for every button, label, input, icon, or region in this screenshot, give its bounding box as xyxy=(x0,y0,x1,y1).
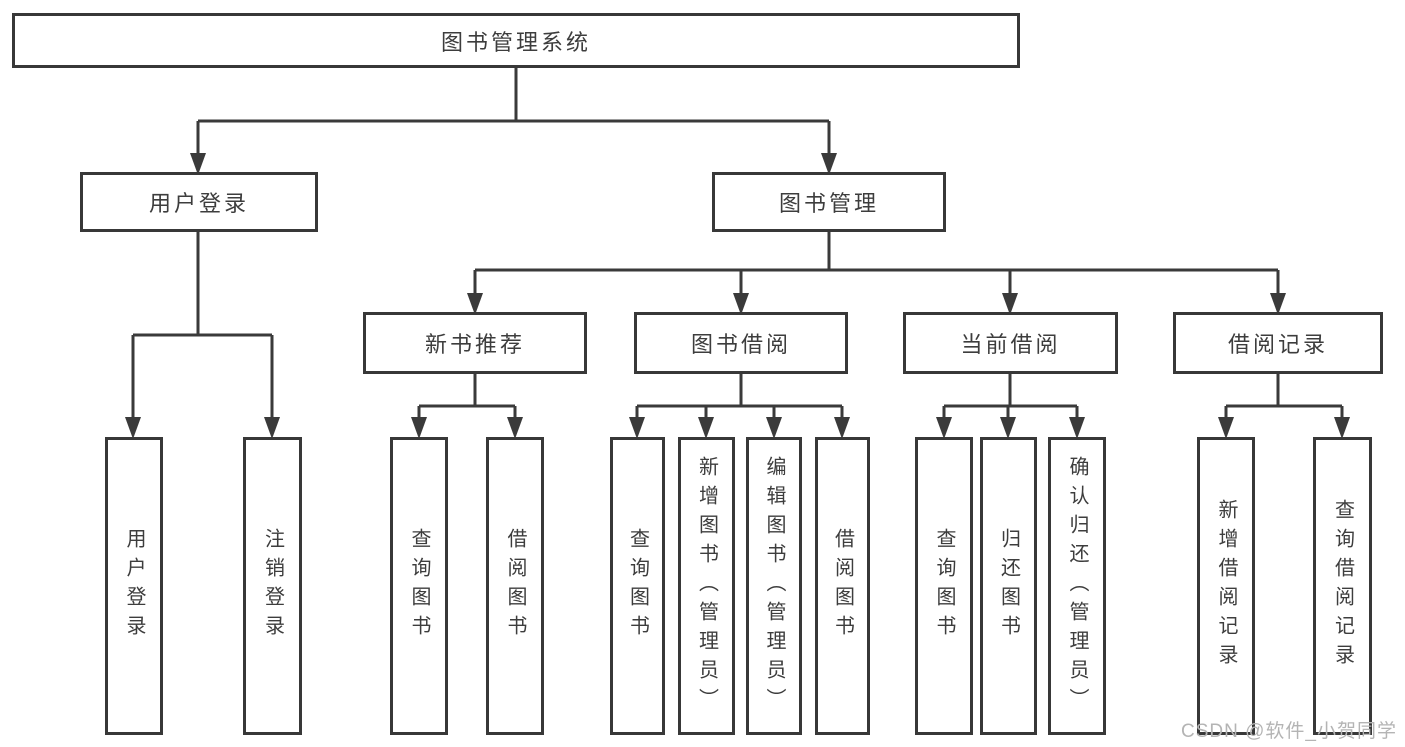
node-label: 借阅记录 xyxy=(1227,332,1328,357)
node-user-login: 用户登录 xyxy=(80,172,318,232)
node-book-borrowing: 图书借阅 xyxy=(634,312,848,374)
arrow-down-icon xyxy=(766,417,782,439)
node-label: 编辑图书（管理员） xyxy=(763,455,785,717)
leaf-borrow-books: 借阅图书 xyxy=(815,437,870,735)
node-label: 借阅图书 xyxy=(504,528,526,644)
node-label: 注销登录 xyxy=(261,528,284,644)
node-label: 查询图书 xyxy=(933,528,955,644)
arrow-down-icon xyxy=(411,417,427,439)
arrow-down-icon xyxy=(1069,417,1085,439)
arrowheads xyxy=(125,153,1350,439)
leaf-borrow-books-recommend: 借阅图书 xyxy=(486,437,544,735)
leaf-return-books: 归还图书 xyxy=(980,437,1037,735)
node-label: 查询图书 xyxy=(626,528,649,644)
arrow-down-icon xyxy=(507,417,523,439)
node-label: 查询图书 xyxy=(408,528,430,644)
node-current-borrowing: 当前借阅 xyxy=(903,312,1118,374)
arrow-down-icon xyxy=(936,417,952,439)
node-label: 用户登录 xyxy=(148,191,249,216)
node-label: 用户登录 xyxy=(123,528,145,644)
arrow-down-icon xyxy=(821,153,837,175)
node-label: 图书管理 xyxy=(778,191,879,216)
node-label: 新增图书（管理员） xyxy=(695,455,718,717)
node-label: 归还图书 xyxy=(997,528,1020,644)
leaf-add-borrow-record: 新增借阅记录 xyxy=(1197,437,1255,735)
arrow-down-icon xyxy=(1000,417,1016,439)
watermark: CSDN @软件_小贺同学 xyxy=(1181,721,1397,742)
node-label: 当前借阅 xyxy=(960,332,1061,357)
leaf-query-books-current: 查询图书 xyxy=(915,437,973,735)
node-library-management-system: 图书管理系统 xyxy=(12,13,1020,68)
leaf-edit-books-admin: 编辑图书（管理员） xyxy=(746,437,802,735)
arrow-down-icon xyxy=(1002,293,1018,315)
leaf-query-books-recommend: 查询图书 xyxy=(390,437,448,735)
leaf-query-books-borrowing: 查询图书 xyxy=(610,437,665,735)
node-label: 确认归还（管理员） xyxy=(1066,455,1088,717)
node-label: 图书管理系统 xyxy=(440,29,591,55)
node-new-book-recommend: 新书推荐 xyxy=(363,312,587,374)
arrow-down-icon xyxy=(698,417,714,439)
node-label: 新增借阅记录 xyxy=(1215,499,1237,673)
arrow-down-icon xyxy=(190,153,206,175)
arrow-down-icon xyxy=(467,293,483,315)
leaf-query-borrow-record: 查询借阅记录 xyxy=(1313,437,1372,735)
node-label: 查询借阅记录 xyxy=(1331,499,1354,673)
node-label: 图书借阅 xyxy=(690,332,791,357)
arrow-down-icon xyxy=(629,417,645,439)
arrow-down-icon xyxy=(834,417,850,439)
node-book-management: 图书管理 xyxy=(712,172,946,232)
node-label: 借阅图书 xyxy=(831,528,854,644)
leaf-user-login: 用户登录 xyxy=(105,437,163,735)
arrow-down-icon xyxy=(125,417,141,439)
node-label: 新书推荐 xyxy=(424,332,525,357)
arrow-down-icon xyxy=(1218,417,1234,439)
node-borrowing-records: 借阅记录 xyxy=(1173,312,1383,374)
leaf-logout-login: 注销登录 xyxy=(243,437,302,735)
leaf-add-books-admin: 新增图书（管理员） xyxy=(678,437,735,735)
connector-path xyxy=(131,68,1344,419)
arrow-down-icon xyxy=(1270,293,1286,315)
leaf-confirm-return-admin: 确认归还（管理员） xyxy=(1048,437,1106,735)
arrow-down-icon xyxy=(264,417,280,439)
arrow-down-icon xyxy=(1334,417,1350,439)
arrow-down-icon xyxy=(733,293,749,315)
